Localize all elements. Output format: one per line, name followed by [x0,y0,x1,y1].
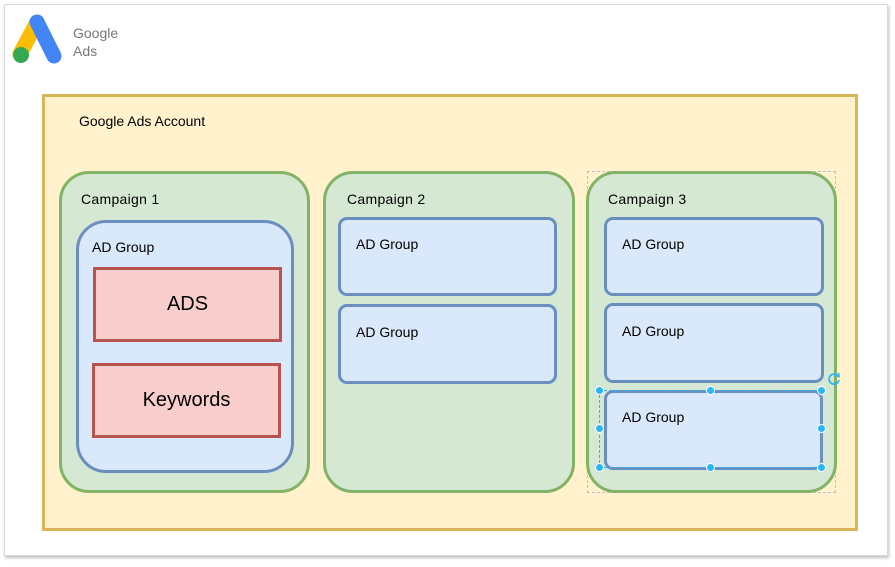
resize-handle-right[interactable] [817,424,826,433]
ads-box[interactable]: ADS [93,267,282,342]
ads-label: ADS [166,293,209,315]
campaign-2-ad-group-2-label: AD Group [356,324,419,340]
campaign-3-ad-group-1-box[interactable] [604,217,824,296]
resize-handle-top-right[interactable] [817,386,826,395]
resize-handle-bottom[interactable] [706,463,715,472]
campaign-3-ad-group-1-label: AD Group [622,236,685,252]
campaign-2-ad-group-1-label: AD Group [356,236,419,252]
resize-handle-left[interactable] [595,424,604,433]
logo-text-line1: Google [73,25,119,41]
campaign-3-label: Campaign 3 [608,191,687,207]
campaign-2-ad-group-1-box[interactable] [338,217,557,296]
account-label: Google Ads Account [79,113,206,129]
campaign-1-label: Campaign 1 [81,191,160,207]
resize-handle-bottom-left[interactable] [595,463,604,472]
google-ads-logo-icon [12,14,62,64]
keywords-box[interactable]: Keywords [92,363,281,438]
campaign-2-label: Campaign 2 [347,191,426,207]
campaign-3-ad-group-2-box[interactable] [604,303,824,383]
logo-text-line2: Ads [73,43,98,59]
selected-shape-bounds [599,390,822,468]
resize-handle-top-left[interactable] [595,386,604,395]
rotate-handle-icon[interactable] [827,372,841,386]
keywords-label: Keywords [142,389,231,411]
campaign-1-ad-group-label: AD Group [92,239,155,255]
campaign-2-ad-group-2-box[interactable] [338,304,557,384]
campaign-3-ad-group-3-label: AD Group [622,409,685,425]
resize-handle-bottom-right[interactable] [817,463,826,472]
logo-text: Google Ads [73,24,133,60]
resize-handle-top[interactable] [706,386,715,395]
campaign-3-ad-group-2-label: AD Group [622,323,685,339]
